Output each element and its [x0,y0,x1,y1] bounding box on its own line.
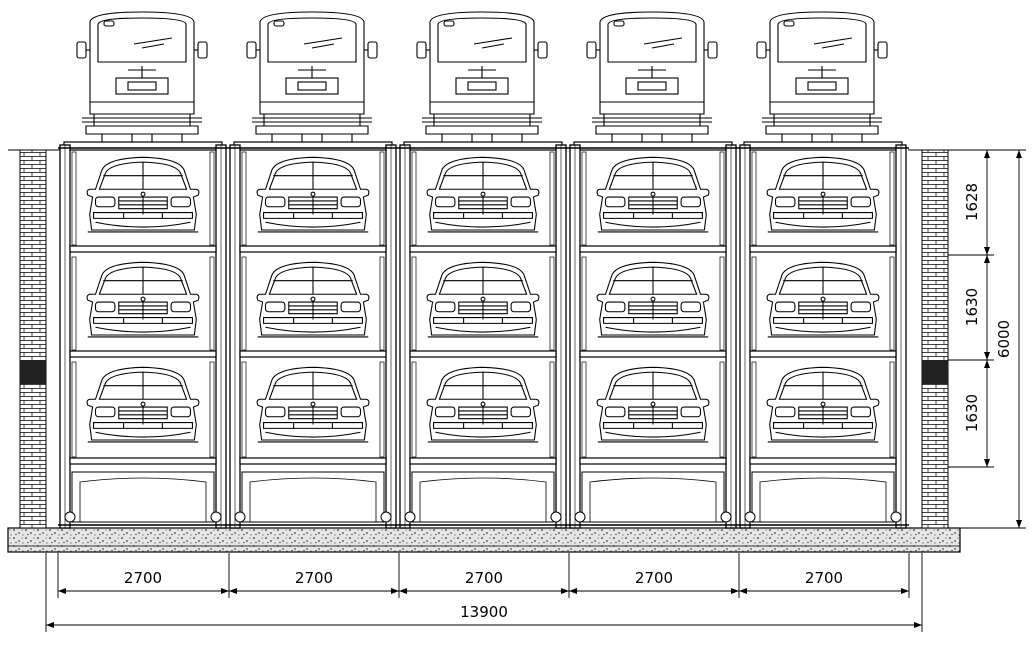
dimension-arrows [46,150,1022,628]
pit-pallet-2 [241,471,385,523]
roof-van-2 [246,11,378,147]
roof-van-1 [76,11,208,147]
pallet-b2-l2 [239,350,387,358]
roof-van-5 [756,11,888,147]
stacked-car-b1-l2 [86,261,200,338]
stacked-car-b4-l1 [596,156,710,233]
left-brick-wall [19,149,47,529]
bay-width-4: 2700 [635,569,673,587]
pallet-b1-l1 [69,245,217,253]
stacked-car-b1-l1 [86,156,200,233]
pallet-b4-l3 [579,457,727,465]
pallet-b5-l1 [749,245,897,253]
stacked-car-b3-l1 [426,156,540,233]
pallet-b5-l3 [749,457,897,465]
stacked-car-b5-l3 [766,366,880,443]
pallet-b2-l1 [239,245,387,253]
pallet-b4-l2 [579,350,727,358]
left-wall-lintel [20,360,46,384]
roof-platform-2 [233,141,393,151]
pallet-b4-l1 [579,245,727,253]
dimension-lines [45,149,1026,632]
stacked-car-b3-l3 [426,366,540,443]
roof-platform-1 [63,141,223,151]
pallet-b3-l2 [409,350,557,358]
pallet-b1-l3 [69,457,217,465]
stacked-car-b2-l2 [256,261,370,338]
pallet-b2-l3 [239,457,387,465]
stacked-car-b2-l3 [256,366,370,443]
total-height: 6000 [995,320,1013,358]
pallet-b3-l1 [409,245,557,253]
stacked-car-b1-l3 [86,366,200,443]
level-height-3: 1630 [963,394,981,432]
stacked-car-b5-l1 [766,156,880,233]
roof-van-3 [416,11,548,147]
pallet-b3-l3 [409,457,557,465]
pit-pallet-3 [411,471,555,523]
pit-pallet-1 [71,471,215,523]
pit-pallet-5 [751,471,895,523]
stacked-car-b4-l3 [596,366,710,443]
pallet-b1-l2 [69,350,217,358]
right-brick-wall [921,149,949,529]
roof-van-4 [586,11,718,147]
pit-pallet-4 [581,471,725,523]
roof-platform-5 [743,141,903,151]
bay-width-1: 2700 [124,569,162,587]
level-height-2: 1630 [963,288,981,326]
bay-width-5: 2700 [805,569,843,587]
bay-width-2: 2700 [295,569,333,587]
stacked-car-b2-l1 [256,156,370,233]
roof-platform-4 [573,141,733,151]
stacked-car-b4-l2 [596,261,710,338]
stacked-car-b3-l2 [426,261,540,338]
pallet-b5-l2 [749,350,897,358]
level-height-1: 1628 [963,183,981,221]
stacked-car-b5-l2 [766,261,880,338]
parking-bays [58,11,909,529]
total-width: 13900 [460,603,508,621]
roof-platform-3 [403,141,563,151]
foundation-slab [7,527,961,553]
right-wall-lintel [922,360,948,384]
bay-width-3: 2700 [465,569,503,587]
